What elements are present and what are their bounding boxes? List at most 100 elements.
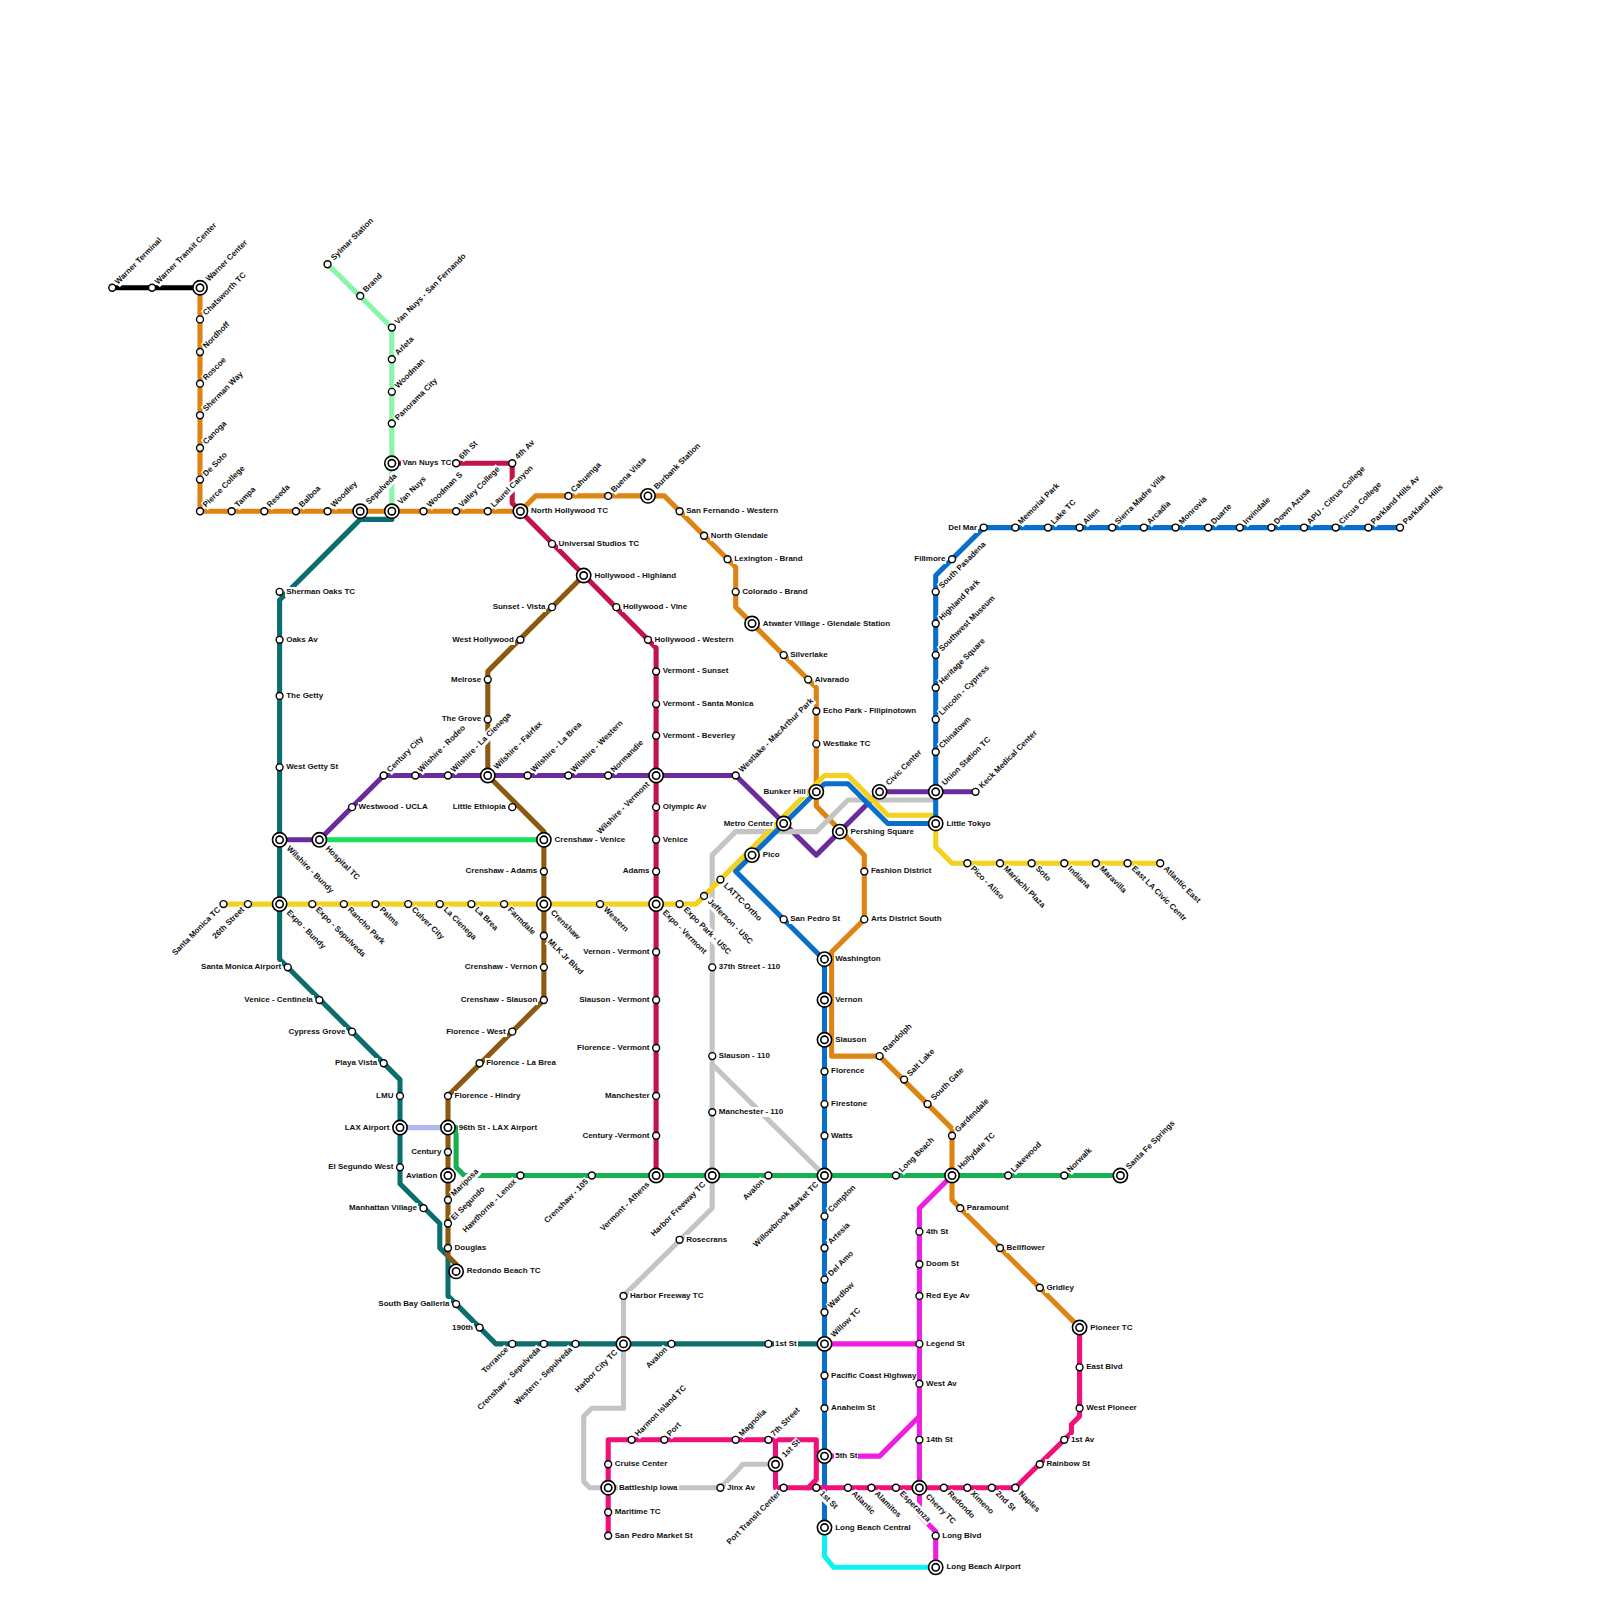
station-label: Vermont - Athens bbox=[598, 1179, 653, 1234]
station-dot bbox=[549, 604, 556, 611]
station-dot bbox=[397, 1164, 404, 1171]
route-line bbox=[825, 1176, 953, 1457]
interchange-ring bbox=[272, 833, 286, 847]
interchange-ring bbox=[777, 816, 791, 830]
station-dot bbox=[517, 1172, 524, 1179]
station-label: Manchester - 110 bbox=[718, 1107, 784, 1117]
interchange-ring bbox=[945, 1168, 959, 1182]
interchange-dot bbox=[452, 1268, 459, 1275]
interchange-ring bbox=[385, 504, 399, 518]
station-label: Western bbox=[600, 905, 631, 936]
interchange-dot bbox=[396, 1124, 403, 1131]
interchange-ring bbox=[872, 785, 886, 799]
station-dot bbox=[524, 772, 531, 779]
route-lines bbox=[112, 264, 1400, 1567]
station-dot bbox=[388, 324, 395, 331]
station-label: Lexington - Brand bbox=[733, 554, 803, 564]
station-dot bbox=[644, 636, 651, 643]
station-label: Long Beach bbox=[896, 1134, 937, 1175]
station-dot bbox=[668, 1340, 675, 1347]
station-dot bbox=[1172, 524, 1179, 531]
station-label: 190th bbox=[451, 1323, 474, 1333]
interchange-ring bbox=[817, 1449, 831, 1463]
station-dot bbox=[844, 1484, 851, 1491]
station-dot bbox=[501, 901, 508, 908]
interchange-dot bbox=[780, 820, 787, 827]
station-label: San Pedro Market St bbox=[614, 1531, 694, 1541]
station-dot bbox=[388, 356, 395, 363]
station-label: 1st Av bbox=[1070, 1435, 1095, 1445]
station-label: Alvarado bbox=[814, 675, 850, 685]
station-dot bbox=[949, 556, 956, 563]
station-label: Maritime TC bbox=[614, 1507, 662, 1517]
interchange-ring bbox=[513, 504, 527, 518]
station-label: Harbor Freeway TC bbox=[629, 1291, 704, 1301]
interchange-dot bbox=[580, 572, 587, 579]
station-dot bbox=[613, 604, 620, 611]
station-dot bbox=[412, 772, 419, 779]
station-dot bbox=[1092, 860, 1099, 867]
station-dot bbox=[997, 1244, 1004, 1251]
station-dot bbox=[709, 1053, 716, 1060]
station-label: Buena Vista bbox=[609, 455, 650, 496]
station-dot bbox=[565, 772, 572, 779]
station-dot bbox=[868, 1484, 875, 1491]
station-dot bbox=[444, 1220, 451, 1227]
station-dot bbox=[540, 932, 547, 939]
interchange-dot bbox=[748, 620, 755, 627]
station-label: Salt Lake bbox=[905, 1046, 938, 1079]
station-label: Brand bbox=[361, 271, 386, 296]
interchange-dot bbox=[652, 772, 659, 779]
interchange-ring bbox=[929, 785, 943, 799]
interchange-dot bbox=[916, 1484, 923, 1491]
station-dot bbox=[732, 588, 739, 595]
station-label: Santa Fe Springs bbox=[1124, 1117, 1179, 1172]
station-label: Florence - La Brea bbox=[485, 1058, 557, 1068]
station-dot bbox=[444, 1149, 451, 1156]
station-label: 1st St bbox=[774, 1339, 798, 1349]
station-dot bbox=[405, 901, 412, 908]
station-label: Battleship Iowa bbox=[618, 1483, 679, 1493]
station-dot bbox=[220, 901, 227, 908]
station-label: Little Ethiopia bbox=[452, 802, 507, 812]
station-label: Del Mar bbox=[947, 523, 978, 533]
station-dot bbox=[444, 1092, 451, 1099]
interchange-dot bbox=[388, 460, 395, 467]
station-label: Anaheim St bbox=[830, 1403, 876, 1413]
station-dot bbox=[340, 901, 347, 908]
station-dot bbox=[1301, 524, 1308, 531]
interchange-ring bbox=[353, 504, 367, 518]
route-line bbox=[825, 1341, 920, 1346]
station-dot bbox=[197, 508, 204, 515]
station-dot bbox=[565, 492, 572, 499]
station-label: Playa Vista bbox=[334, 1058, 378, 1068]
station-dot bbox=[1076, 1364, 1083, 1371]
interchange-ring bbox=[817, 993, 831, 1007]
station-label: 4th Av bbox=[513, 438, 538, 463]
station-dot bbox=[197, 476, 204, 483]
station-dot bbox=[572, 1340, 579, 1347]
station-label: Firestone bbox=[830, 1099, 868, 1109]
station-label: 6th St bbox=[457, 439, 481, 463]
interchange-ring bbox=[385, 456, 399, 470]
station-label: West Hollywood bbox=[451, 635, 515, 645]
station-label: Rosecrans bbox=[685, 1235, 728, 1245]
station-label: Hollywood - Vine bbox=[622, 602, 688, 612]
station-label: Santa Monica Airport bbox=[200, 962, 282, 972]
interchange-ring bbox=[817, 1337, 831, 1351]
station-dot bbox=[972, 788, 979, 795]
station-label: Cruise Center bbox=[614, 1459, 668, 1469]
station-label: Pacific Coast Highway bbox=[830, 1371, 917, 1381]
station-label: Vermont - Santa Monica bbox=[662, 699, 755, 709]
station-label: El Segundo West bbox=[327, 1162, 394, 1172]
interchange-ring bbox=[705, 1168, 719, 1182]
station-label: Long Blvd bbox=[941, 1531, 982, 1541]
station-label: Silverlake bbox=[789, 650, 828, 660]
station-label: 7th Street bbox=[769, 1405, 804, 1440]
station-dot bbox=[620, 1292, 627, 1299]
station-label: 96th St - LAX Airport bbox=[458, 1123, 538, 1133]
station-dot bbox=[892, 1172, 899, 1179]
interchange-dot bbox=[821, 1172, 828, 1179]
station-dot bbox=[372, 901, 379, 908]
interchange-dot bbox=[772, 1461, 779, 1468]
